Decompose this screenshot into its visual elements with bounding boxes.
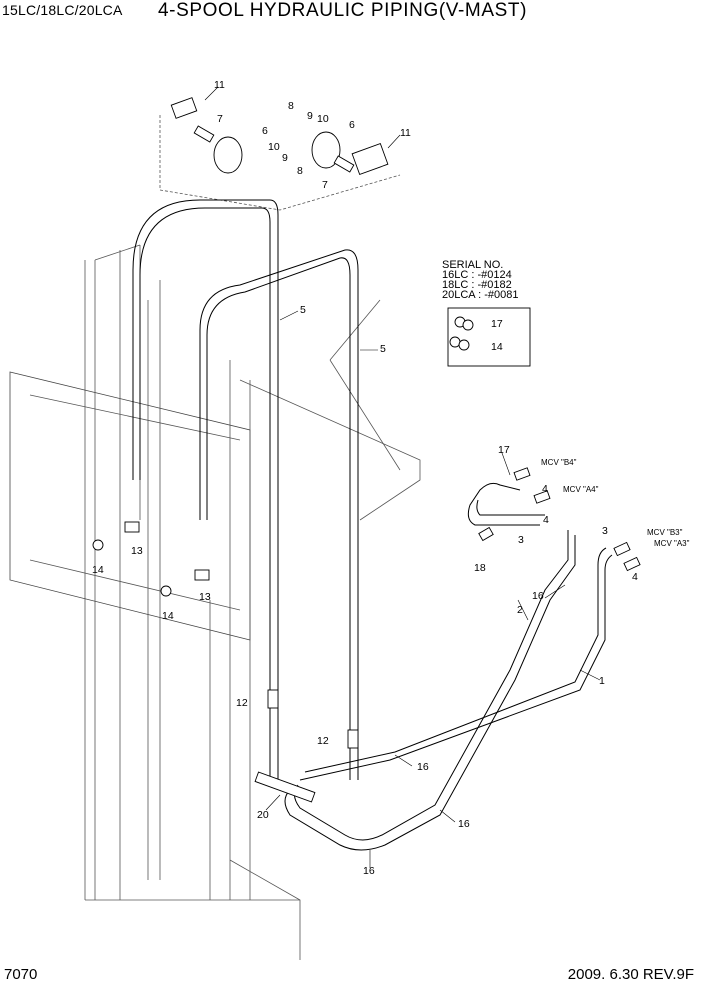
callout-label: 4 bbox=[632, 571, 638, 583]
callout-label: 11 bbox=[400, 127, 411, 139]
callout-label: 3 bbox=[518, 534, 524, 546]
mcv-label: MCV "A3" bbox=[654, 539, 690, 548]
callout-label: 7 bbox=[322, 179, 328, 191]
callout-label: 14 bbox=[92, 564, 104, 576]
serial-number-box: SERIAL NO. 16LC : -#0124 18LC : -#0182 2… bbox=[442, 259, 519, 301]
callout-label: 6 bbox=[262, 125, 268, 137]
callout-label: 17 bbox=[491, 318, 503, 330]
callout-label: 8 bbox=[288, 100, 294, 112]
callout-label: 6 bbox=[349, 119, 355, 131]
serial-line: 20LCA : -#0081 bbox=[442, 289, 519, 301]
callout-label: 13 bbox=[131, 545, 143, 557]
model-number: 15LC/18LC/20LCA bbox=[2, 2, 123, 18]
callout-label: 16 bbox=[417, 761, 429, 773]
serial-line: 16LC : -#0124 bbox=[442, 269, 512, 281]
mcv-label: MCV "B3" bbox=[647, 528, 683, 537]
callout-label: 14 bbox=[162, 610, 174, 622]
callout-label: 16 bbox=[532, 590, 544, 602]
page-number: 7070 bbox=[4, 966, 38, 983]
serial-title: SERIAL NO. bbox=[442, 259, 504, 271]
callout-label: 14 bbox=[491, 341, 503, 353]
callout-label: 18 bbox=[474, 562, 486, 574]
callout-label: 20 bbox=[257, 809, 269, 821]
callout-label: 16 bbox=[458, 818, 470, 830]
callout-label: 10 bbox=[268, 141, 280, 153]
callout-label: 5 bbox=[380, 343, 386, 355]
steel-pipes bbox=[132, 199, 613, 851]
callout-label: 7 bbox=[217, 113, 223, 125]
mast-frame-outline bbox=[9, 115, 421, 960]
callout-label: 17 bbox=[498, 444, 510, 456]
callout-label: 1 bbox=[599, 675, 605, 687]
callout-label: 5 bbox=[300, 304, 306, 316]
callout-label: 4 bbox=[542, 483, 548, 495]
callout-label: 2 bbox=[517, 604, 523, 616]
callout-label: 9 bbox=[282, 152, 288, 164]
callout-label: 12 bbox=[236, 697, 248, 709]
callout-label: 9 bbox=[307, 110, 313, 122]
callout-label: 4 bbox=[543, 514, 549, 526]
callout-label: 10 bbox=[317, 113, 329, 125]
callout-label: 16 bbox=[363, 865, 375, 877]
leader-lines bbox=[204, 86, 601, 868]
callout-label: 11 bbox=[214, 79, 225, 91]
callout-label: 13 bbox=[199, 591, 211, 603]
fittings bbox=[92, 97, 641, 803]
callout-label: 8 bbox=[297, 165, 303, 177]
revision-date: 2009. 6.30 REV.9F bbox=[567, 966, 694, 983]
mcv-label: MCV "A4" bbox=[563, 485, 599, 494]
page-title: 4-SPOOL HYDRAULIC PIPING(V-MAST) bbox=[158, 0, 528, 21]
callout-label: 3 bbox=[602, 525, 608, 537]
callout-label: 12 bbox=[317, 735, 329, 747]
serial-line: 18LC : -#0182 bbox=[442, 279, 512, 291]
mcv-label: MCV "B4" bbox=[541, 458, 577, 467]
